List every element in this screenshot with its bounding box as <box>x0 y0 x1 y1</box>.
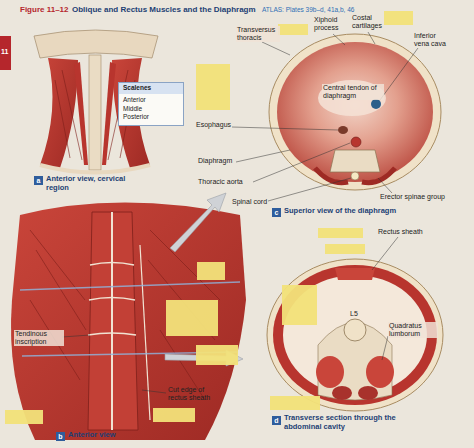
view-caption: Anterior view, cervical region <box>46 175 126 192</box>
structure-label: Transversus thoracis <box>236 26 280 42</box>
figure-number: Figure 11–12 <box>20 5 72 14</box>
structure-label: Inferior vena cava <box>414 32 448 48</box>
structure-label: Rectus sheath <box>378 228 438 236</box>
diaphragm-view <box>269 34 441 190</box>
abdomen-section <box>267 259 443 411</box>
view-letter: a <box>34 176 43 185</box>
chapter-tab <box>0 36 11 70</box>
figure-title: Oblique and Rectus Muscles and the Diaph… <box>72 5 262 14</box>
view-caption: Superior view of the diaphragm <box>284 207 434 216</box>
view-caption: Anterior view <box>68 431 148 440</box>
structure-label: Spinal cord <box>232 198 276 206</box>
structure-label: Diaphragm <box>198 157 238 165</box>
muscle-name: Anterior <box>123 96 179 105</box>
structure-label: Esophagus <box>196 121 236 129</box>
muscle-name: Middle <box>123 105 179 114</box>
view-arrow <box>165 193 243 366</box>
structure-label: Quadratus lumborum <box>388 322 438 338</box>
structure-label: Costal cartilages <box>352 14 384 30</box>
chapter-number: 11 <box>1 48 11 56</box>
structure-label: Cut edge of rectus sheath <box>168 386 220 402</box>
structure-label: Thoracic aorta <box>198 178 254 186</box>
view-caption: Transverse section through the abdominal… <box>284 414 419 431</box>
torso-muscles <box>11 203 246 441</box>
view-letter: c <box>272 208 281 217</box>
view-letter: d <box>272 416 281 425</box>
structure-label: Erector spinae group <box>380 193 460 201</box>
blank-label-box <box>5 11 413 424</box>
structure-label: Tendinous inscription <box>14 330 64 346</box>
muscle-name: Posterior <box>123 113 179 122</box>
structure-label: Central tendon of diaphragm <box>322 84 384 100</box>
structure-label: Xiphoid process <box>314 16 350 32</box>
view-letter: b <box>56 432 65 441</box>
legend-box: ScalenesAnteriorMiddlePosterior <box>118 82 184 126</box>
vertebra-label: L5 <box>350 310 362 318</box>
blank-label-box <box>196 176 198 178</box>
box-heading: Scalenes <box>119 83 183 94</box>
atlas-reference: ATLAS: Plates 39b–d, 41a,b, 46 <box>262 6 372 13</box>
